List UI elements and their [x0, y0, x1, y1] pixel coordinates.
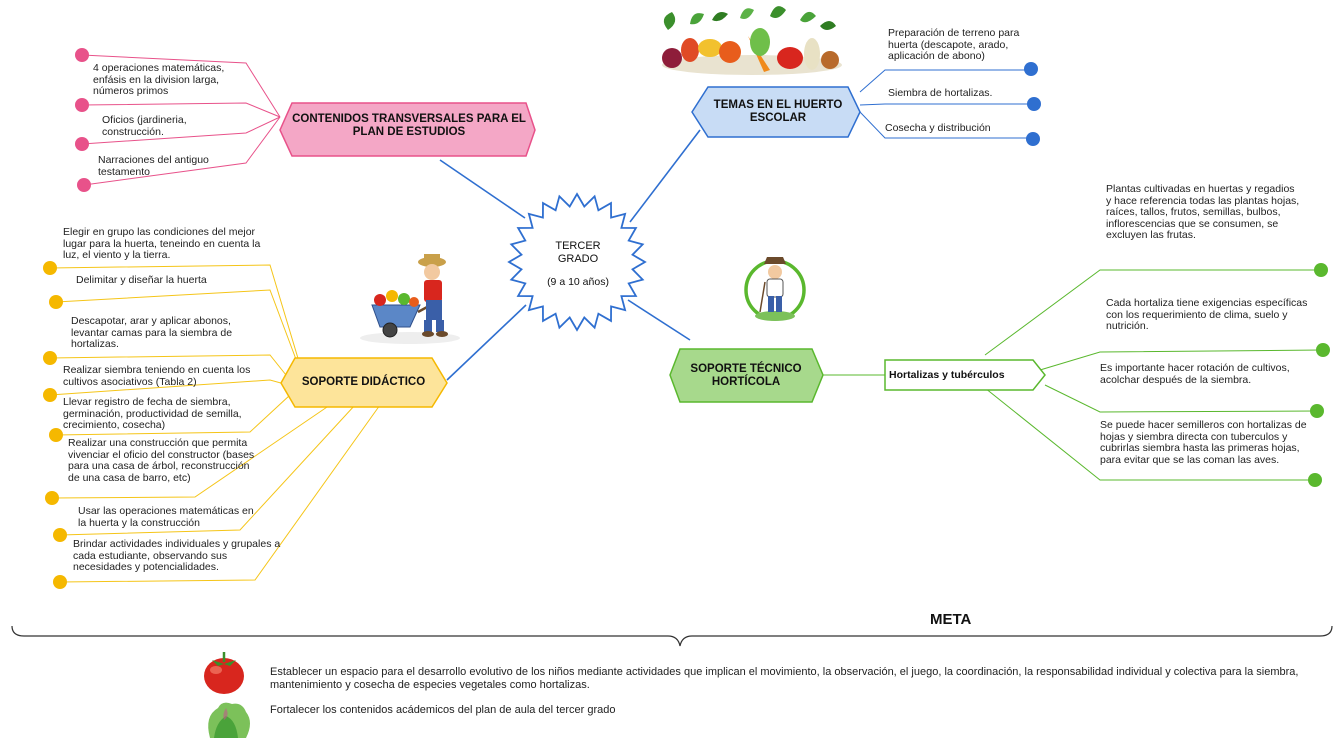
hortalizas-node-shape [884, 359, 1046, 391]
central-connectors [439, 129, 701, 381]
tecnico-dots [1308, 263, 1330, 487]
didactico-item-6: Realizar una construcción que permita vi… [68, 437, 255, 484]
tecnico-connectors [823, 269, 1323, 481]
tecnico-item-4: Se puede hacer semilleros con hortalizas… [1100, 419, 1307, 466]
didactico-connectors [49, 264, 381, 583]
hortalizas-node-title[interactable]: Hortalizas y tubérculos [889, 369, 1005, 381]
didactico-item-7: Usar las operaciones matemáticas en la h… [78, 505, 254, 529]
huerto-item-3: Cosecha y distribución [885, 122, 991, 134]
huerto-item-2: Siembra de hortalizas. [888, 87, 993, 99]
huerto-item-1: Preparación de terreno para huerta (desc… [888, 27, 1020, 62]
didactico-item-8: Brindar actividades individuales y grupa… [73, 538, 281, 573]
center-title-line1: TERCER [555, 240, 601, 252]
tecnico-item-3: Es importante hacer rotación de cultivos… [1100, 362, 1290, 386]
didactico-dots [43, 261, 67, 589]
huerto-hub-shape [691, 86, 861, 138]
center-title-line2: GRADO [557, 253, 599, 265]
tecnico-item-2: Cada hortaliza tiene exigencias específi… [1106, 297, 1308, 332]
huerto-hub-title[interactable]: TEMAS EN EL HUERTO ESCOLAR [713, 99, 843, 124]
huerto-connectors [859, 69, 1033, 139]
didactico-hub-title[interactable]: SOPORTE DIDÁCTICO [301, 376, 426, 388]
transversales-item-1: 4 operaciones matemáticas, enfásis en la… [93, 62, 225, 97]
transversales-item-3: Narraciones del antiguo testamento [98, 154, 209, 178]
tecnico-hub-title[interactable]: SOPORTE TÉCNICO HORTÍCOLA [690, 363, 802, 388]
didactico-item-3: Descapotar, arar y aplicar abonos, levan… [71, 315, 233, 350]
didactico-item-1: Elegir en grupo las condiciones del mejo… [63, 226, 261, 261]
tecnico-item-1: Plantas cultivadas en huertas y regadios… [1106, 183, 1300, 241]
didactico-item-5: Llevar registro de fecha de siembra, ger… [63, 396, 242, 431]
transversales-hub-title[interactable]: CONTENIDOS TRANSVERSALES PARA EL PLAN DE… [292, 113, 526, 138]
didactico-hub-shape [280, 357, 448, 408]
lettuce-icon [208, 702, 250, 738]
huerto-dots [1024, 62, 1041, 146]
meta-goal-2: Fortalecer los contenidos acádemicos del… [270, 704, 616, 716]
center-subtitle: (9 a 10 años) [547, 276, 609, 288]
farmer-badge-illustration [744, 257, 806, 321]
transversales-dots [75, 48, 91, 192]
center-starburst [507, 192, 647, 332]
transversales-connectors [81, 54, 281, 186]
didactico-item-2: Delimitar y diseñar la huerta [76, 274, 207, 286]
vegetables-illustration [662, 6, 842, 75]
meta-title: META [930, 611, 972, 628]
meta-goal-1: Establecer un espacio para el desarrollo… [270, 666, 1299, 691]
tomato-icon [204, 652, 244, 694]
farmer-wheelbarrow-illustration [360, 254, 460, 344]
transversales-item-2: Oficios (jardineria, construcción. [102, 114, 187, 138]
didactico-item-4: Realizar siembra teniendo en cuenta los … [63, 364, 251, 388]
meta-brace [11, 625, 1333, 647]
tecnico-hub-shape [669, 348, 824, 403]
transversales-hub-shape [279, 102, 536, 157]
